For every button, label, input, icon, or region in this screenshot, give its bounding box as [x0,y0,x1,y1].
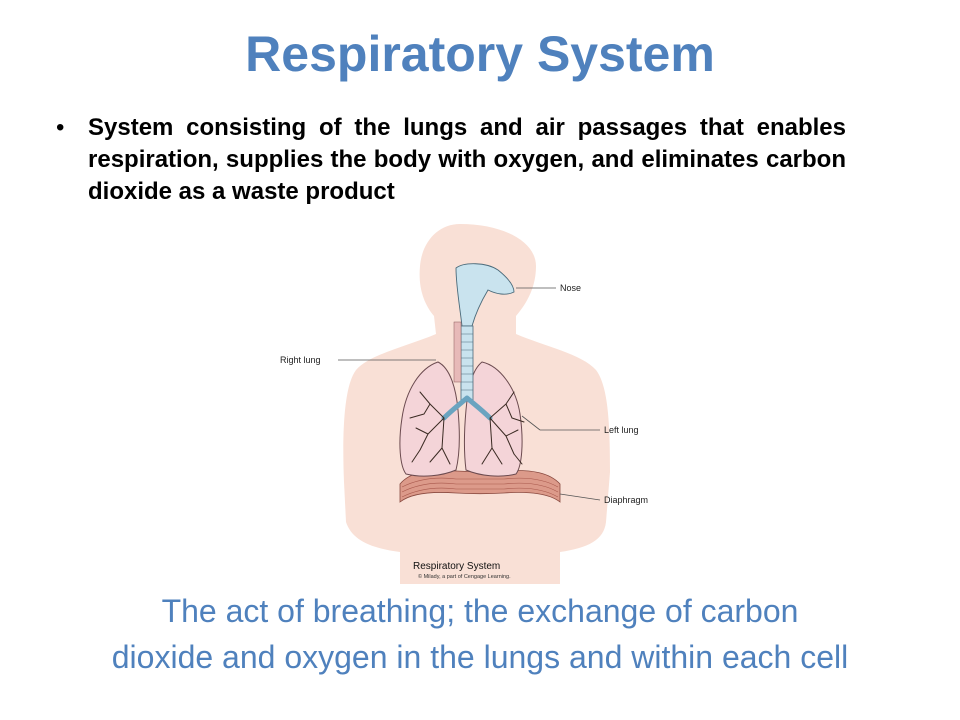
label-left-lung: Left lung [604,425,639,435]
respiratory-system-figure: Nose Right lung Left lung Diaphragm Resp… [260,222,680,584]
esophagus-shape [453,321,462,383]
bullet-text: System consisting of the lungs and air p… [88,114,846,205]
bronchi-shape [441,395,493,421]
bullet-item: • System consisting of the lungs and air… [56,112,846,208]
trachea-rings [461,333,473,391]
bullet-list: • System consisting of the lungs and air… [56,112,846,208]
slide-title: Respiratory System [245,26,715,82]
definition-line-1: The act of breathing; the exchange of ca… [161,593,799,629]
respiratory-illustration: Nose Right lung Left lung Diaphragm Resp… [280,224,648,584]
left-lung-shape [464,361,523,477]
figure-credit: © Milady, a part of Cengage Learning. [418,573,511,580]
label-diaphragm: Diaphragm [604,495,648,505]
label-right-lung: Right lung [280,355,321,365]
diaphragm-stripes [401,477,559,498]
bullet-marker-icon: • [56,114,65,141]
nasal-cavity-shape [455,263,515,327]
definition-line-2: dioxide and oxygen in the lungs and with… [111,639,849,675]
figure-caption: Respiratory System [413,561,500,572]
bronchial-tree [409,391,525,465]
label-leaders [338,287,601,501]
trachea-shape [460,325,474,401]
label-nose: Nose [560,283,581,293]
definition-text: The act of breathing; the exchange of ca… [20,588,940,680]
